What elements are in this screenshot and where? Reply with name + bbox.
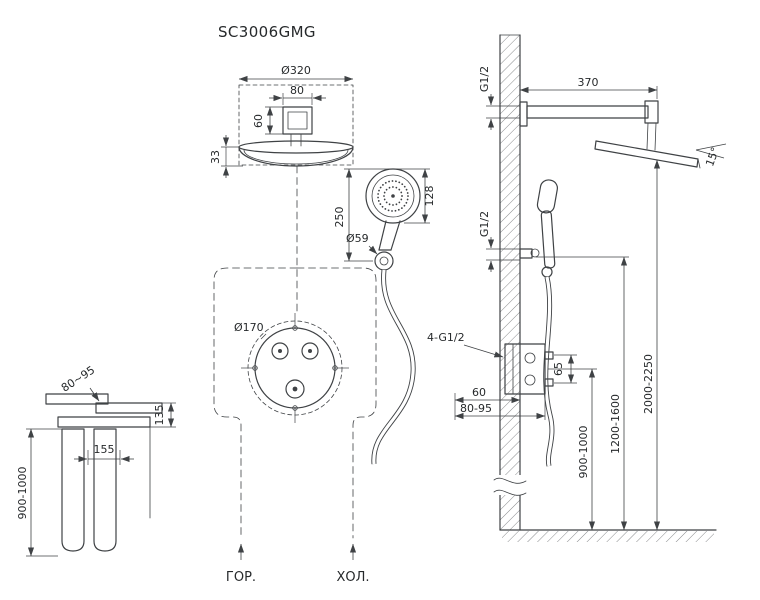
- shower-arm: [526, 105, 649, 119]
- arm-wall-flange: [519, 101, 528, 127]
- dim-outlet-diameter: Ø59: [346, 232, 378, 255]
- dim-handshower-height: 250: [333, 168, 373, 262]
- shower-hose: [371, 269, 416, 465]
- plate-width-label: 80: [290, 84, 304, 97]
- valve-threads-label: 4-G1/2: [427, 331, 465, 344]
- dim-detail-body-height: 135: [150, 402, 176, 428]
- plate-height-label: 60: [252, 114, 265, 128]
- dim-outlet-height: 1200-1600: [536, 256, 629, 531]
- overhead-diameter-label: Ø320: [281, 64, 311, 77]
- hot-supply-pipe: [213, 267, 298, 539]
- arm-elbow: [644, 100, 659, 124]
- hose-connector: [541, 266, 553, 278]
- arm-thread-label: G1/2: [478, 66, 491, 92]
- supply-leg-right: [93, 428, 117, 552]
- mixer-height-label: 900-1000: [577, 426, 590, 479]
- ceiling-mount-inner: [287, 111, 308, 130]
- overhead-shower-side: [594, 140, 699, 168]
- hand-shower-handle-side: [540, 210, 556, 269]
- mixer-lever: [285, 379, 305, 399]
- detail-body-height-label: 135: [153, 405, 166, 426]
- spray-nozzles: [377, 180, 409, 212]
- bracket-arm-left: [45, 393, 109, 405]
- valve-port-bottom: [544, 378, 554, 387]
- drawing-title: SC3006GMG: [218, 23, 316, 41]
- handshower-length-label: 128: [423, 186, 436, 207]
- dim-overhead-diameter: Ø320: [238, 64, 354, 83]
- inwall-piping: ГОР. ХОЛ.: [213, 165, 377, 585]
- shower-arm-side: [519, 100, 701, 169]
- wall-break-symbol: [493, 477, 527, 484]
- construction-box: [238, 84, 354, 166]
- dim-handshower-length: 128: [344, 168, 436, 224]
- cold-supply-label: ХОЛ.: [336, 570, 369, 585]
- mixer-plate-diameter-label: Ø170: [234, 321, 264, 334]
- bracket-arm-right: [95, 402, 163, 414]
- dim-mixer-height: 900-1000: [548, 368, 597, 531]
- hot-supply-label: ГОР.: [226, 570, 256, 585]
- mixer-knob-left: [271, 342, 289, 360]
- dim-plate-width: 80: [269, 84, 326, 105]
- dim-head-thickness: 33: [209, 135, 243, 178]
- valve-body: [504, 343, 546, 395]
- cold-supply-pipe: [296, 267, 377, 539]
- wall-outlet-escutcheon: [374, 251, 394, 271]
- shower-head-bottom: [238, 146, 354, 167]
- mixer-front: [241, 313, 349, 423]
- mixer-plate: [254, 327, 336, 409]
- hand-shower-handle: [378, 220, 387, 251]
- wall-bracket: [519, 248, 533, 259]
- dim-head-angle: 15°: [695, 143, 727, 168]
- dim-valve-depth: 60 80-95: [454, 386, 546, 420]
- rough-in-bracket: [45, 393, 163, 552]
- outlet-thread-label: G1/2: [478, 211, 491, 237]
- dim-detail-embed-depth: 80~95: [59, 363, 100, 402]
- outlet-height-label: 1200-1600: [609, 394, 622, 454]
- hand-shower-head-side: [536, 179, 558, 214]
- head-thickness-label: 33: [209, 150, 222, 164]
- dim-detail-install-height: 900-1000: [16, 428, 62, 557]
- bracket-crossbar: [57, 416, 151, 428]
- head-height-label: 2000-2250: [642, 354, 655, 414]
- dim-outlet-thread: G1/2: [478, 211, 520, 272]
- wall-section: [493, 34, 717, 542]
- ceiling-mount-plate: [282, 106, 313, 135]
- valve-depth-label: 60: [472, 386, 486, 399]
- dim-plate-height: 60: [252, 106, 283, 135]
- valve-side: [504, 343, 554, 395]
- hand-shower-front: [365, 168, 421, 465]
- mixer-knob-right: [301, 342, 319, 360]
- dim-arm-length: 370: [519, 76, 658, 101]
- embed-depth-label: 80-95: [460, 402, 492, 415]
- dim-detail-port-spacing: 155: [74, 443, 134, 465]
- wall-hatch: [500, 35, 520, 530]
- mixer-plate-outline: [247, 320, 343, 416]
- dim-head-height: 2000-2250: [642, 159, 661, 531]
- detail-port-spacing-label: 155: [94, 443, 115, 456]
- front-view: Ø320 80 60 33: [209, 64, 436, 585]
- dim-mixer-plate-diameter: Ø170: [234, 321, 267, 340]
- head-angle-label: 15°: [703, 145, 722, 168]
- floor-hatch: [502, 531, 714, 542]
- detail-view: 80~95 135 155 900-1000: [16, 363, 176, 557]
- supply-leg-left: [61, 428, 85, 552]
- valve-port-top: [544, 351, 554, 360]
- side-view: 370 G1/2 15° G1/2: [427, 34, 727, 542]
- dim-arm-thread: G1/2: [478, 66, 520, 130]
- arm-length-label: 370: [578, 76, 599, 89]
- shower-head-top: [238, 140, 354, 154]
- handshower-height-label: 250: [333, 207, 346, 228]
- dim-valve-threads: 4-G1/2: [427, 331, 504, 358]
- detail-install-height-label: 900-1000: [16, 467, 29, 520]
- hand-shower-side: [519, 179, 558, 467]
- outlet-diameter-label: Ø59: [346, 232, 369, 245]
